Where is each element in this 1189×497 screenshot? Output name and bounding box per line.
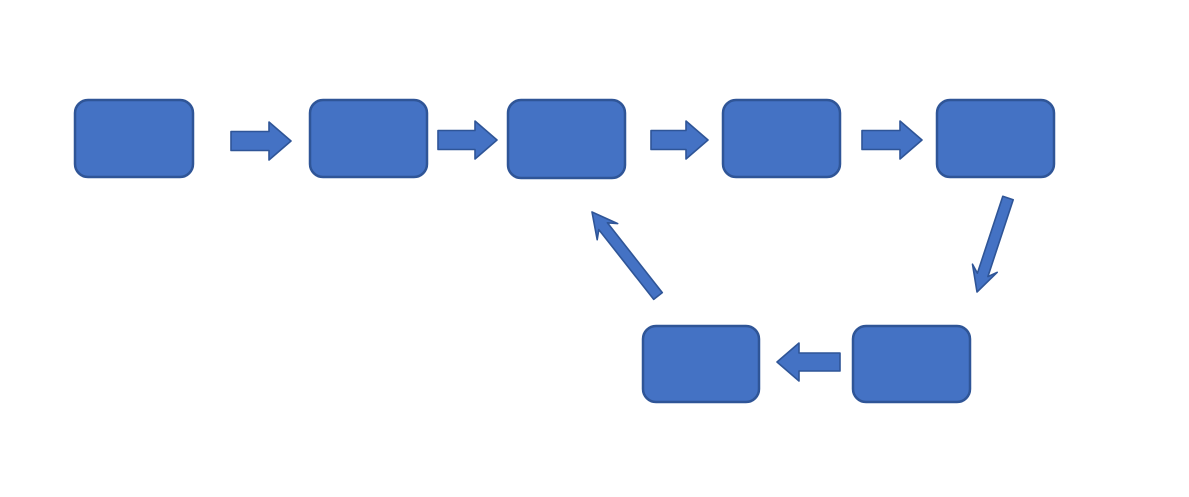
block-arrow-7-to-6 bbox=[776, 342, 841, 382]
block-arrow-2-to-3 bbox=[437, 120, 498, 160]
line-arrow-6-to-3 bbox=[591, 211, 664, 301]
flow-node-step-6 bbox=[641, 324, 761, 404]
flow-node-step-2 bbox=[308, 98, 429, 179]
flow-node-step-4 bbox=[721, 98, 842, 179]
block-arrow-1-to-2 bbox=[230, 121, 292, 161]
block-arrow-4-to-5 bbox=[861, 120, 923, 160]
flow-node-step-1 bbox=[73, 98, 195, 179]
flow-node-step-7 bbox=[851, 324, 972, 404]
flow-node-step-3 bbox=[506, 98, 627, 180]
flow-node-step-5 bbox=[935, 98, 1056, 179]
block-arrow-3-to-4 bbox=[650, 120, 709, 160]
line-arrow-5-to-7 bbox=[971, 195, 1015, 293]
